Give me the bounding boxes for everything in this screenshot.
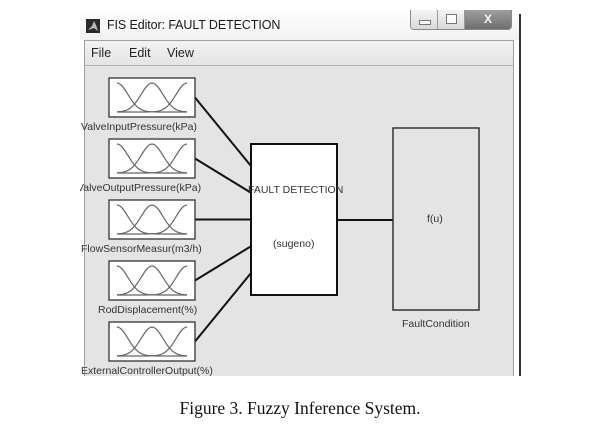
minimize-icon [419,20,431,25]
input-label: RodDisplacement(%) [98,304,198,316]
fis-editor-window: FIS Editor: FAULT DETECTION X File Edit … [80,10,521,376]
input-connector [194,245,252,282]
input-label: ValveOutputPressure(kPa) [80,182,202,194]
matlab-logo-icon [86,19,100,33]
input-label: ValveInputPressure(kPa) [81,121,197,133]
minimize-button[interactable] [411,10,438,29]
output-label: FaultCondition [402,318,470,330]
input-block[interactable] [108,199,196,240]
menu-view[interactable]: View [167,46,194,60]
output-block-faultcondition[interactable] [392,127,480,311]
input-block[interactable] [108,138,196,179]
title-bar: FIS Editor: FAULT DETECTION X [80,10,521,40]
fis-name-label: FAULT DETECTION [248,184,344,196]
membership-function-curve [117,326,188,357]
membership-function-curve [116,143,188,174]
membership-function-curve [116,82,188,113]
input-block[interactable] [108,321,196,362]
input-label: ExternalControllerOutput(%) [81,365,213,376]
menu-file[interactable]: File [91,46,112,60]
fis-diagram [108,77,480,362]
close-icon: X [483,12,492,26]
window-title: FIS Editor: FAULT DETECTION [107,18,281,32]
membership-function-curve [117,204,188,235]
output-function-label: f(u) [427,213,443,225]
membership-function-curve [116,326,188,357]
figure-caption: Figure 3. Fuzzy Inference System. [179,398,421,418]
window-client: File Edit View ValveInputPressure(kPa) V… [80,40,514,376]
input-block[interactable] [108,77,196,118]
fis-system-block[interactable] [250,143,338,296]
menu-edit[interactable]: Edit [129,46,151,60]
membership-function-curve [117,265,188,296]
membership-function-curve [116,204,188,235]
window-controls: X [410,10,512,30]
input-block[interactable] [108,260,196,301]
fis-type-label: (sugeno) [273,238,315,250]
membership-function-curve [117,82,188,113]
menu-bar: File Edit View [85,41,513,66]
close-button[interactable]: X [465,10,511,29]
maximize-button[interactable] [438,10,465,29]
fis-diagram-panel: ValveInputPressure(kPa) ValveOutputPress… [80,66,513,376]
membership-function-curve [117,143,188,174]
maximize-icon [446,14,457,24]
window-border [519,14,521,376]
input-label: FlowSensorMeasur(m3/h) [81,243,202,255]
input-connector [194,96,252,167]
connectors [194,96,393,343]
input-connector [194,272,252,343]
input-connector [194,157,252,194]
input-blocks [108,77,196,362]
membership-function-curve [116,265,188,296]
